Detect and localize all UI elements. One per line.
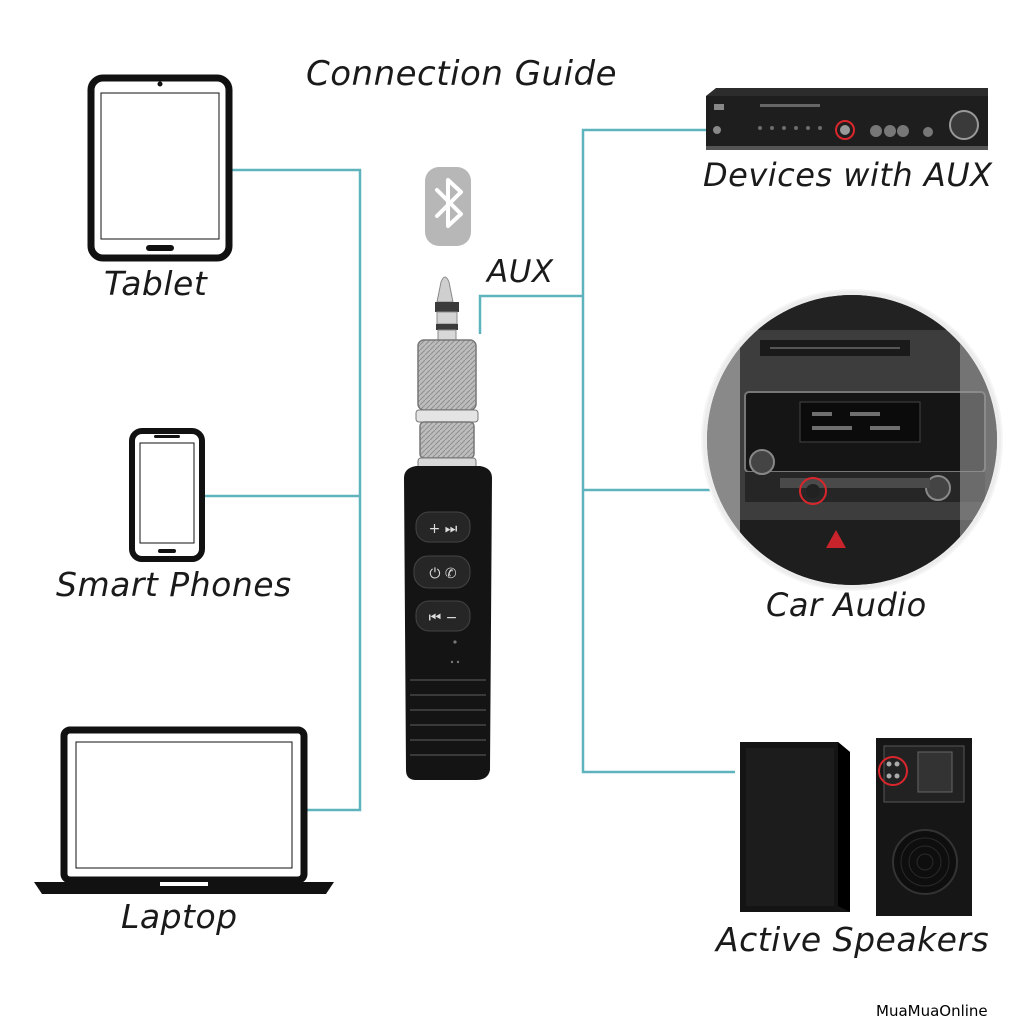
- watermark: MuaMuaOnline: [876, 1002, 988, 1020]
- active-speakers-label: Active Speakers: [716, 920, 990, 959]
- bluetooth-receiver: + ⏭ ⏻ ✆ ⏮ −: [404, 276, 492, 780]
- svg-text:⏻ ✆: ⏻ ✆: [429, 566, 456, 582]
- diagram-title: Connection Guide: [306, 54, 618, 94]
- laptop-label: Laptop: [121, 897, 238, 936]
- amplifier-icon: [706, 88, 988, 150]
- car-audio-label: Car Audio: [766, 586, 927, 624]
- car-dashboard-icon: [701, 289, 1003, 591]
- smartphone-label: Smart Phones: [56, 565, 292, 604]
- svg-text:⏮ −: ⏮ −: [429, 610, 458, 626]
- tablet-icon: [87, 74, 233, 262]
- aux-device-label: Devices with AUX: [703, 156, 993, 194]
- tablet-label: Tablet: [104, 264, 208, 303]
- svg-text:+ ⏭: + ⏭: [429, 521, 458, 537]
- smartphone-icon: [129, 428, 205, 562]
- connector-lines: [202, 128, 800, 812]
- speakers-icon: [740, 738, 972, 916]
- aux-label: AUX: [487, 254, 554, 290]
- laptop-icon: [34, 726, 334, 894]
- bluetooth-icon: [425, 167, 471, 246]
